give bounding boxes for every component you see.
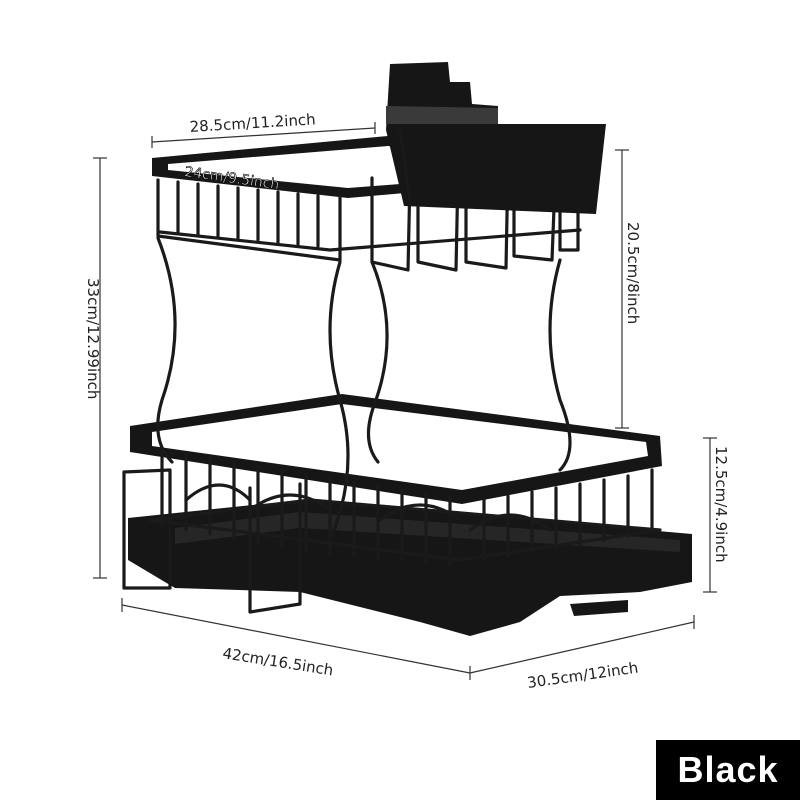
side-frame	[156, 236, 572, 542]
top-width-label: 28.5cm/11.2inch	[189, 110, 316, 136]
lower-height-label: 12.5cm/4.9inch	[712, 446, 730, 563]
total-height-label: 33cm/12.99inch	[84, 278, 102, 399]
color-badge-label: Black	[677, 749, 779, 790]
color-badge: Black	[656, 740, 800, 800]
base-depth-label: 30.5cm/12inch	[526, 659, 639, 692]
upper-height-label: 20.5cm/8inch	[624, 222, 642, 324]
lower-basket	[130, 394, 662, 566]
drip-tray	[128, 500, 692, 636]
dimension-lines	[93, 122, 717, 680]
side-hooks	[122, 468, 302, 614]
base-width-label: 42cm/16.5inch	[221, 644, 334, 679]
utensil-holder	[386, 62, 606, 214]
